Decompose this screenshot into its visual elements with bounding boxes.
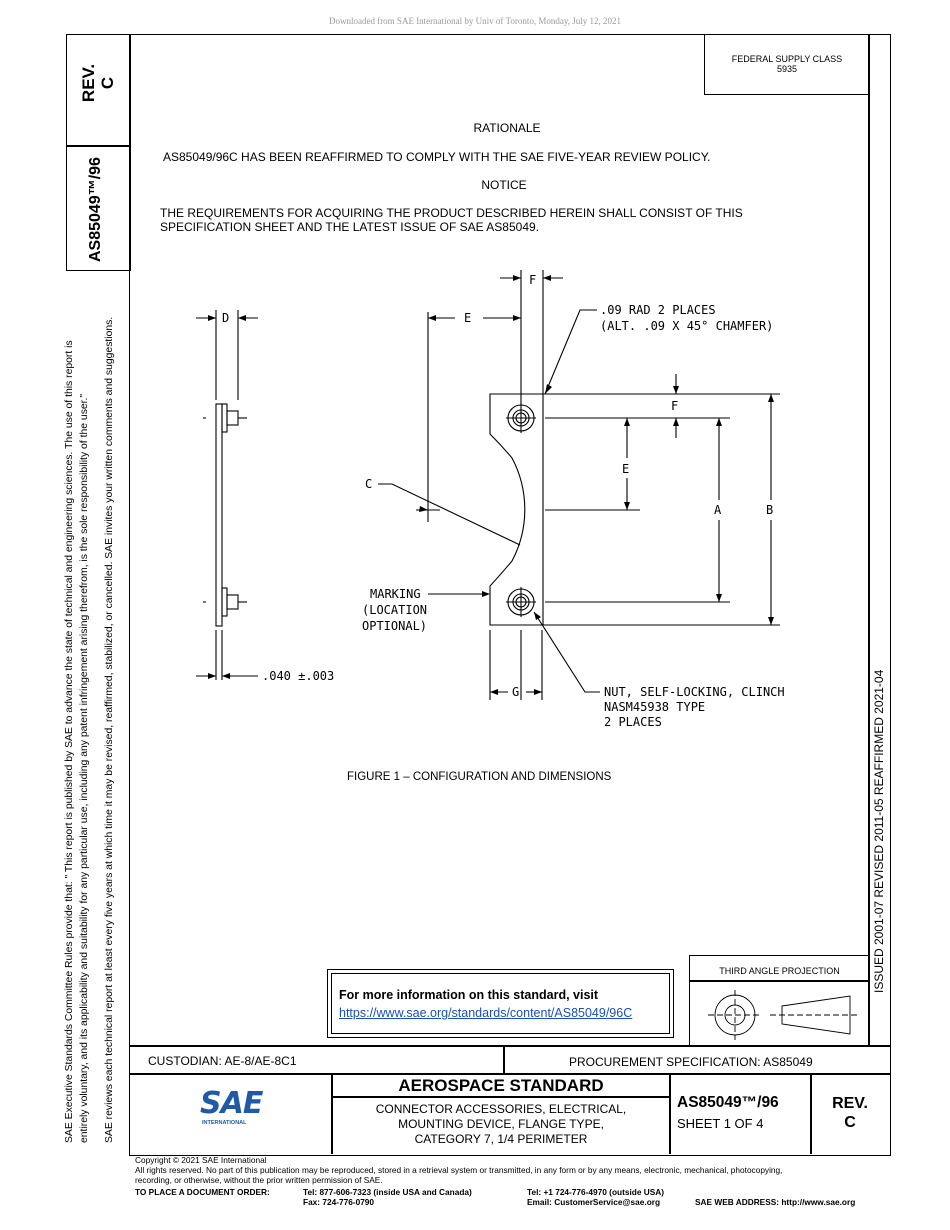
sheet-number: SHEET 1 OF 4 bbox=[677, 1116, 764, 1131]
supply-class-line1: FEDERAL SUPPLY CLASS bbox=[731, 54, 843, 64]
copyright-block: Copyright © 2021 SAE International All r… bbox=[135, 1155, 782, 1185]
label-f-right: F bbox=[671, 399, 678, 413]
footer-rev: REV. C bbox=[832, 1095, 868, 1131]
procurement: PROCUREMENT SPECIFICATION: AS85049 bbox=[569, 1055, 813, 1069]
sae-logo-text: SAE bbox=[200, 1086, 263, 1121]
issue-dates: ISSUED 2001-07 REVISED 2011-05 REAFFIRME… bbox=[872, 669, 886, 993]
sae-logo: SAE INTERNATIONAL bbox=[200, 1088, 270, 1138]
footer-doc-number: AS85049™/96 bbox=[677, 1094, 779, 1111]
description: CONNECTOR ACCESSORIES, ELECTRICAL, MOUNT… bbox=[333, 1102, 669, 1147]
label-a: A bbox=[714, 503, 722, 517]
desc-line1: CONNECTOR ACCESSORIES, ELECTRICAL, bbox=[375, 1102, 627, 1116]
copyright-line1: Copyright © 2021 SAE International bbox=[135, 1155, 267, 1165]
left-doc-number: AS85049™/96 bbox=[87, 157, 104, 262]
web-address: SAE WEB ADDRESS: http://www.sae.org bbox=[695, 1197, 856, 1207]
info-box: For more information on this standard, v… bbox=[327, 969, 674, 1038]
projection-label: THIRD ANGLE PROJECTION bbox=[719, 966, 840, 976]
fax: Fax: 724-776-0790 bbox=[303, 1197, 375, 1207]
label-c: C bbox=[365, 477, 372, 491]
sae-logo-sub: INTERNATIONAL bbox=[202, 1120, 247, 1126]
label-e-top: E bbox=[464, 311, 471, 325]
info-text: For more information on this standard, v… bbox=[339, 988, 599, 1002]
supply-class-box: FEDERAL SUPPLY CLASS 5935 bbox=[704, 34, 870, 95]
notice-heading: NOTICE bbox=[481, 178, 527, 192]
main-frame bbox=[129, 34, 891, 1156]
left-rev-box bbox=[66, 34, 131, 147]
order-label: TO PLACE A DOCUMENT ORDER: bbox=[135, 1187, 270, 1197]
left-docnum-box bbox=[66, 145, 131, 271]
nut-line3: 2 PLACES bbox=[604, 715, 662, 729]
custodian: CUSTODIAN: AE-8/AE-8C1 bbox=[148, 1054, 297, 1068]
disclaimer-line-3: SAE reviews each technical report at lea… bbox=[104, 316, 115, 1143]
footer-divider-top bbox=[129, 1045, 890, 1047]
disclaimer-line-1: SAE Executive Standards Committee Rules … bbox=[64, 340, 75, 1143]
desc-line2: MOUNTING DEVICE, FLANGE TYPE, bbox=[398, 1117, 604, 1131]
right-strip-divider bbox=[868, 34, 870, 1045]
copyright-line3: recording, or otherwise, without the pri… bbox=[135, 1175, 383, 1185]
rationale-text: AS85049/96C HAS BEEN REAFFIRMED TO COMPL… bbox=[163, 150, 711, 164]
projection-symbol-icon bbox=[708, 990, 860, 1040]
supply-class-line2: 5935 bbox=[776, 64, 798, 74]
standard-title: AEROSPACE STANDARD bbox=[398, 1076, 604, 1095]
email: Email: CustomerService@sae.org bbox=[527, 1197, 661, 1207]
projection-box: THIRD ANGLE PROJECTION bbox=[689, 955, 869, 1046]
nut-line2: NASM45938 TYPE bbox=[604, 700, 705, 714]
flange-outline bbox=[489, 393, 544, 626]
label-d: D bbox=[222, 311, 229, 325]
label-g: G bbox=[512, 685, 519, 699]
rationale-heading: RATIONALE bbox=[473, 121, 541, 135]
label-f-top: F bbox=[529, 273, 536, 287]
notice-line2: SPECIFICATION SHEET AND THE LATEST ISSUE… bbox=[160, 220, 540, 234]
label-e-right: E bbox=[622, 462, 629, 476]
download-notice: Downloaded from SAE International by Uni… bbox=[328, 16, 622, 26]
copyright-line2: All rights reserved. No part of this pub… bbox=[135, 1165, 783, 1175]
side-plate bbox=[215, 403, 223, 627]
technical-drawing: D E F F E A B C G .040 ±.003 .09 RAD 2 P… bbox=[196, 270, 785, 729]
label-b: B bbox=[766, 503, 773, 517]
figure-caption: FIGURE 1 – CONFIGURATION AND DIMENSIONS bbox=[347, 771, 612, 783]
thickness-label: .040 ±.003 bbox=[262, 669, 334, 683]
left-rev-text: REV. C bbox=[79, 63, 117, 103]
marking-line3: OPTIONAL) bbox=[362, 619, 427, 633]
desc-line3: CATEGORY 7, 1/4 PERIMETER bbox=[414, 1132, 588, 1146]
nut-line1: NUT, SELF-LOCKING, CLINCH bbox=[604, 685, 785, 699]
marking-line2: (LOCATION bbox=[362, 603, 427, 617]
rad-line2: (ALT. .09 X 45° CHAMFER) bbox=[600, 319, 773, 333]
marking-line1: MARKING bbox=[370, 587, 421, 601]
tel-intl: Tel: +1 724-776-4970 (outside USA) bbox=[527, 1187, 665, 1197]
notice-line1: THE REQUIREMENTS FOR ACQUIRING THE PRODU… bbox=[160, 206, 743, 220]
tel-us: Tel: 877-606-7323 (inside USA and Canada… bbox=[303, 1187, 472, 1197]
rad-line1: .09 RAD 2 PLACES bbox=[600, 303, 716, 317]
disclaimer-line-2: entirely voluntary, and its applicabilit… bbox=[79, 393, 90, 1143]
info-link[interactable]: https://www.sae.org/standards/content/AS… bbox=[339, 1006, 633, 1020]
